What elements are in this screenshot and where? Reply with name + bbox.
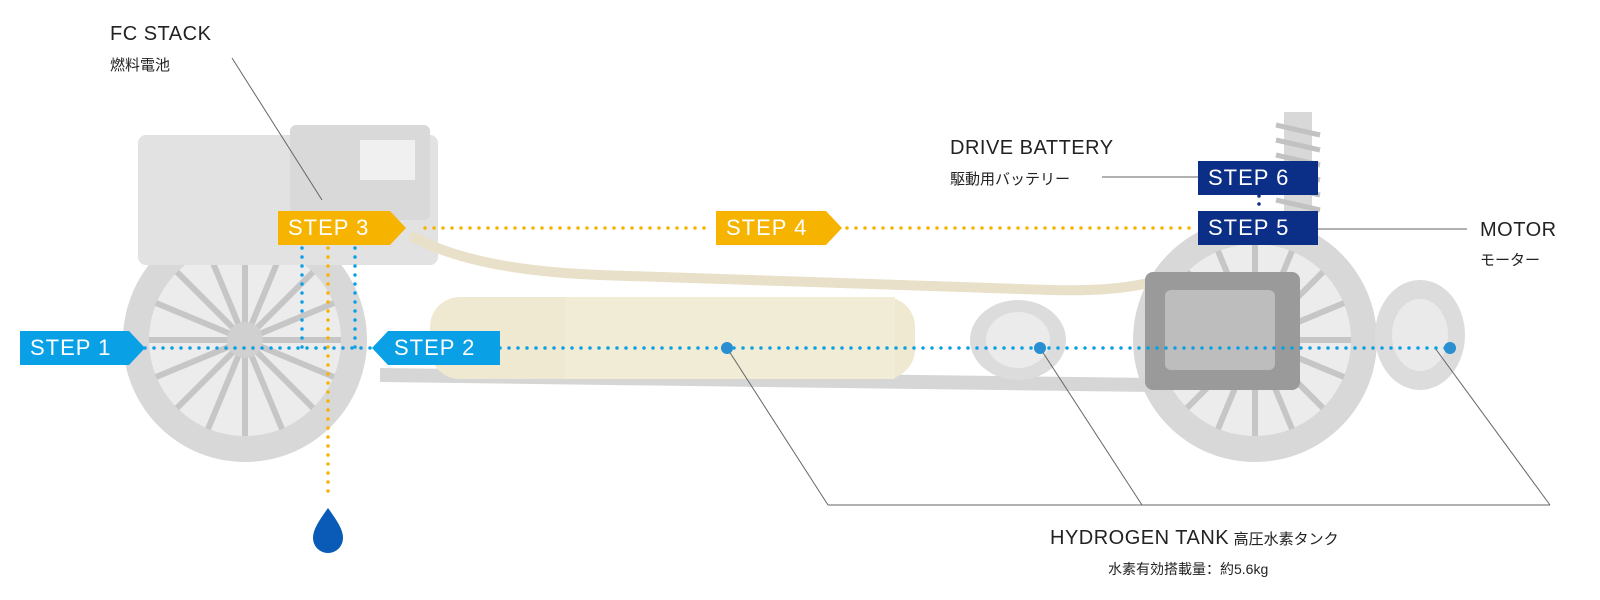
hydrogen-tank-label: HYDROGEN TANK (1050, 527, 1230, 549)
step-3-tag: STEP 3 (278, 211, 406, 245)
fc-stack-label: FC STACK (110, 23, 212, 45)
step-2-tag: STEP 2 (372, 331, 500, 365)
water-drop-icon (313, 508, 343, 553)
power-flow-lines (326, 226, 1197, 502)
hydrogen-flow-lines (143, 246, 1452, 350)
motor-label-jp: モーター (1480, 252, 1541, 269)
hydrogen-tank-label-jp: 高圧水素タンク (1233, 531, 1339, 548)
motor-label: MOTOR (1480, 219, 1557, 241)
step-1-tag: STEP 1 (20, 331, 145, 365)
drive-battery-label: DRIVE BATTERY (950, 137, 1114, 159)
step-6-tag: STEP 6 (1198, 161, 1318, 195)
step-5-tag: STEP 5 (1198, 211, 1318, 245)
hydrogen-tank-label-group: HYDROGEN TANK 高圧水素タンク (1050, 527, 1339, 550)
step-4-tag: STEP 4 (716, 211, 842, 245)
hydrogen-capacity-label: 水素有効搭載量：約5.6kg (1108, 561, 1269, 577)
leader-lines (231, 57, 1551, 506)
drive-battery-label-jp: 駆動用バッテリー (950, 171, 1071, 188)
flow-nodes (721, 342, 1456, 354)
fc-stack-label-jp: 燃料電池 (110, 57, 171, 74)
